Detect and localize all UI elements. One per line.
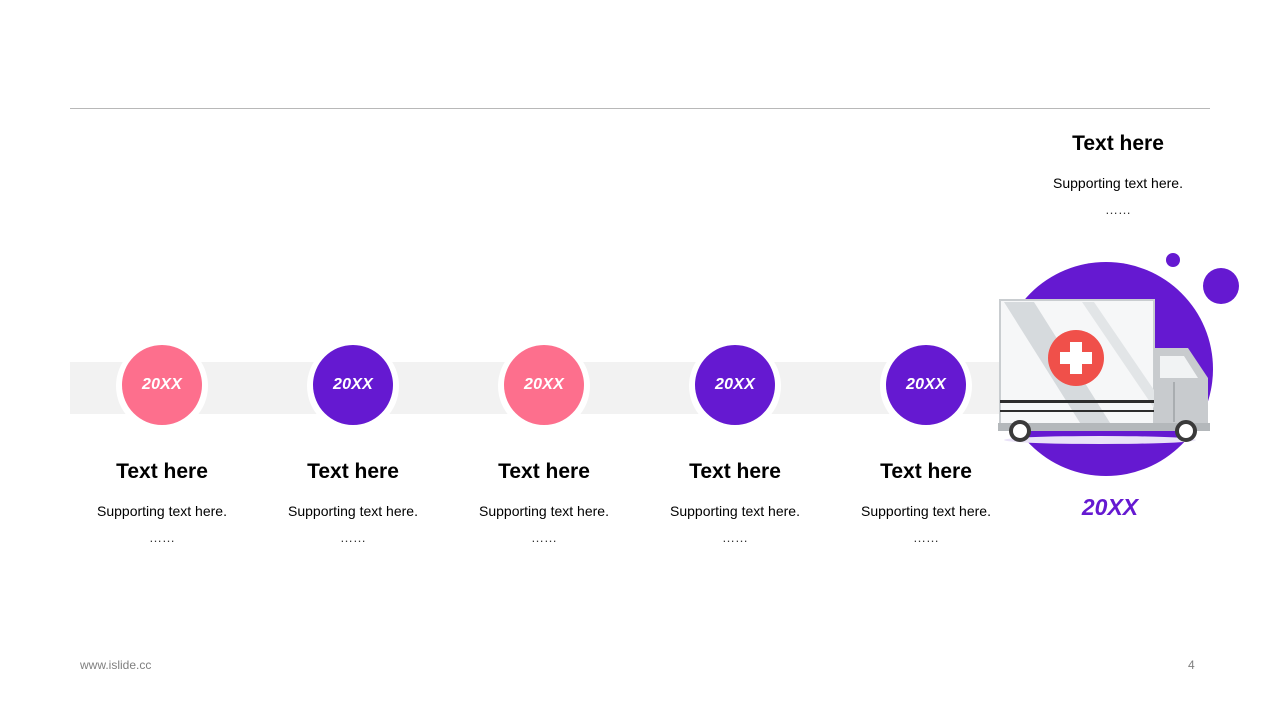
- node-subtitle: Supporting text here.: [479, 503, 609, 519]
- node-title: Text here: [689, 460, 781, 483]
- final-title: Text here: [1072, 132, 1164, 155]
- year-label: 20XX: [333, 376, 373, 393]
- cab-door-line: [1173, 382, 1175, 422]
- year-circle: 20XX: [695, 345, 775, 425]
- stripe-top: [1000, 400, 1200, 403]
- node-title: Text here: [116, 460, 208, 483]
- final-ellipsis: ……: [1105, 202, 1131, 217]
- node-ellipsis: ……: [531, 530, 557, 545]
- node-ellipsis: ……: [340, 530, 366, 545]
- cross-horizontal: [1060, 352, 1092, 364]
- year-label: 20XX: [715, 376, 755, 393]
- node-subtitle: Supporting text here.: [861, 503, 991, 519]
- node-subtitle: Supporting text here.: [670, 503, 800, 519]
- year-label: 20XX: [524, 376, 564, 393]
- footer-website: www.islide.cc: [80, 658, 152, 672]
- ambulance-icon: [998, 253, 1239, 476]
- year-label: 20XX: [906, 376, 946, 393]
- year-circle: 20XX: [122, 345, 202, 425]
- year-circle: 20XX: [313, 345, 393, 425]
- node-title: Text here: [880, 460, 972, 483]
- wheel-rear: [1009, 420, 1031, 442]
- final-year-label: 20XX: [1081, 494, 1139, 520]
- top-divider: [70, 108, 1210, 109]
- node-subtitle: Supporting text here.: [288, 503, 418, 519]
- node-ellipsis: ……: [913, 530, 939, 545]
- node-title: Text here: [307, 460, 399, 483]
- year-circle: 20XX: [886, 345, 966, 425]
- node-ellipsis: ……: [149, 530, 175, 545]
- node-title: Text here: [498, 460, 590, 483]
- small-bubble: [1166, 253, 1180, 267]
- box-glare-thin: [1082, 302, 1154, 408]
- node-ellipsis: ……: [722, 530, 748, 545]
- year-circle: 20XX: [504, 345, 584, 425]
- chassis: [998, 423, 1210, 431]
- cab-window: [1160, 356, 1198, 378]
- final-subtitle: Supporting text here.: [1053, 175, 1183, 191]
- ground-shadow: [1004, 436, 1196, 444]
- medium-bubble: [1203, 268, 1239, 304]
- wheel-front: [1175, 420, 1197, 442]
- year-label: 20XX: [142, 376, 182, 393]
- node-subtitle: Supporting text here.: [97, 503, 227, 519]
- stripe-bottom: [1000, 410, 1200, 412]
- page-number: 4: [1188, 658, 1195, 672]
